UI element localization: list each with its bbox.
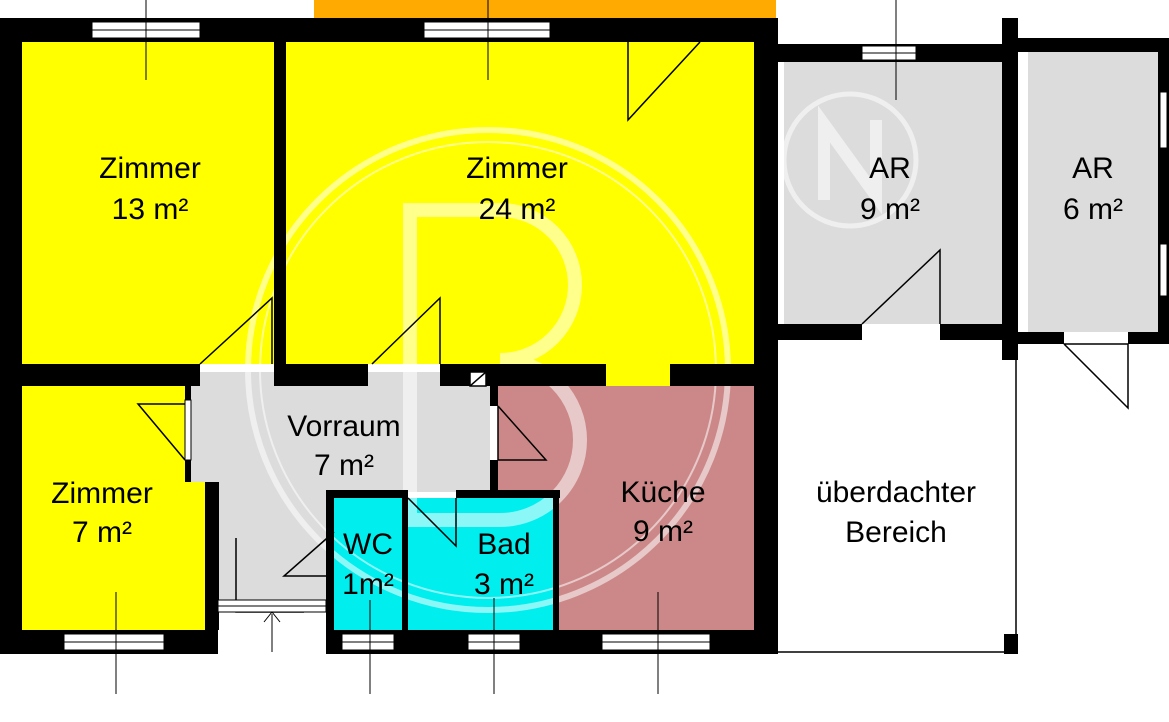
label-zimmer-13-name: Zimmer bbox=[99, 152, 201, 185]
entrance-stairs bbox=[217, 599, 327, 652]
room-zimmer-24 bbox=[286, 42, 754, 364]
reference-lines bbox=[115, 0, 897, 694]
room-ar-6 bbox=[1028, 52, 1158, 332]
label-zimmer-24-name: Zimmer bbox=[466, 152, 568, 185]
label-covered-line2: Bereich bbox=[845, 516, 947, 549]
room-zimmer-13 bbox=[22, 42, 274, 364]
room-zimmer-24-nook bbox=[606, 364, 670, 386]
label-bad-area: 3 m² bbox=[474, 568, 534, 601]
label-ar-6-area: 6 m² bbox=[1063, 193, 1123, 226]
label-vorraum-name: Vorraum bbox=[287, 410, 400, 443]
label-ar-9-name: AR bbox=[869, 152, 911, 185]
balcony-area bbox=[314, 0, 776, 20]
door-swings bbox=[136, 41, 1129, 613]
label-covered-line1: überdachter bbox=[816, 476, 976, 509]
room-kueche bbox=[498, 386, 754, 632]
label-wc-name: WC bbox=[343, 528, 393, 561]
label-zimmer-13-area: 13 m² bbox=[112, 193, 189, 226]
room-zimmer-7 bbox=[22, 386, 212, 630]
label-zimmer-24-area: 24 m² bbox=[479, 193, 556, 226]
label-ar-9-area: 9 m² bbox=[860, 193, 920, 226]
label-kueche-area: 9 m² bbox=[633, 515, 693, 548]
label-ar-6-name: AR bbox=[1072, 152, 1114, 185]
label-zimmer-7-name: Zimmer bbox=[51, 477, 153, 510]
label-vorraum-area: 7 m² bbox=[314, 449, 374, 482]
label-wc-area: 1m² bbox=[342, 568, 394, 601]
shaft-icon bbox=[469, 371, 487, 387]
label-bad-name: Bad bbox=[477, 528, 530, 561]
covered-area-outline bbox=[778, 340, 1017, 653]
label-zimmer-7-area: 7 m² bbox=[72, 516, 132, 549]
label-kueche-name: Küche bbox=[620, 476, 705, 509]
